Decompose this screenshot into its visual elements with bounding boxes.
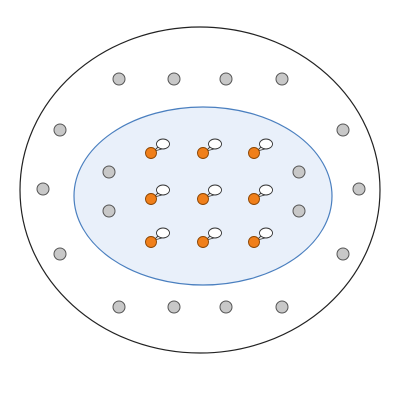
orange-node [145, 147, 157, 159]
orange-node [197, 147, 209, 159]
gray-node [352, 182, 366, 196]
speech-bubble-icon [156, 227, 170, 239]
gray-node [102, 165, 116, 179]
orange-node [145, 236, 157, 248]
orange-node-with-bubble [197, 184, 222, 205]
speech-bubble-icon [259, 138, 273, 150]
gray-node [219, 72, 233, 86]
orange-node [197, 193, 209, 205]
speech-bubble-icon [208, 138, 222, 150]
orange-node [248, 193, 260, 205]
orange-node-with-bubble [197, 138, 222, 159]
gray-node [36, 182, 50, 196]
orange-node-with-bubble [145, 138, 170, 159]
gray-node [112, 300, 126, 314]
gray-node [112, 72, 126, 86]
gray-node [292, 165, 306, 179]
speech-bubble-icon [208, 227, 222, 239]
gray-node [167, 300, 181, 314]
speech-bubble-icon [156, 184, 170, 196]
orange-node-with-bubble [248, 227, 273, 248]
orange-node [248, 236, 260, 248]
orange-node [248, 147, 260, 159]
orange-node-with-bubble [145, 227, 170, 248]
orange-nodes-group [145, 138, 273, 248]
gray-node [102, 204, 116, 218]
gray-node [219, 300, 233, 314]
orange-node-with-bubble [145, 184, 170, 205]
gray-node [167, 72, 181, 86]
orange-node-with-bubble [197, 227, 222, 248]
orange-node-with-bubble [248, 138, 273, 159]
gray-nodes-group [36, 72, 366, 314]
gray-node [275, 300, 289, 314]
orange-node [145, 193, 157, 205]
orange-node-with-bubble [248, 184, 273, 205]
gray-node [53, 123, 67, 137]
orange-node [197, 236, 209, 248]
gray-node [53, 247, 67, 261]
speech-bubble-icon [156, 138, 170, 150]
speech-bubble-icon [208, 184, 222, 196]
speech-bubble-icon [259, 227, 273, 239]
gray-node [275, 72, 289, 86]
gray-node [336, 123, 350, 137]
gray-node [292, 204, 306, 218]
speech-bubble-icon [259, 184, 273, 196]
gray-node [336, 247, 350, 261]
